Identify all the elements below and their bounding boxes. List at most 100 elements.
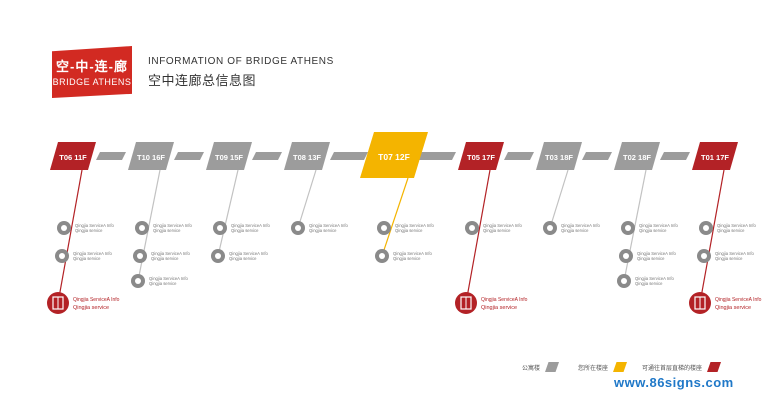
service-info-line-2: Qingjia service (153, 228, 181, 233)
service-info-line-1: Qingjia ServiceA Info (75, 223, 115, 228)
tower-label: T01 17F (701, 153, 729, 162)
service-info-line-1: Qingjia ServiceA Info (393, 251, 433, 256)
service-info-line-2: Qingjia service (481, 305, 517, 311)
tower-leader-line (297, 169, 317, 229)
tower-label: T10 16F (137, 153, 165, 162)
service-info-line-1: Qingjia ServiceA Info (715, 251, 755, 256)
info-icon (133, 249, 147, 263)
bridge-connector (416, 152, 456, 160)
service-info-line-1: Qingjia ServiceA Info (309, 223, 349, 228)
tower-tag (458, 142, 504, 170)
service-info-line-2: Qingjia service (73, 256, 101, 261)
bridge-connector (330, 152, 368, 160)
tower-label: T06 11F (59, 153, 87, 162)
service-info-line-2: Qingjia service (309, 228, 337, 233)
service-info-line-2: Qingjia service (229, 256, 257, 261)
cutlery-icon (619, 249, 633, 263)
cart-icon (699, 221, 713, 235)
service-info-line-2: Qingjia service (149, 281, 177, 286)
cutlery-icon (697, 249, 711, 263)
legend-red-swatch (707, 362, 722, 372)
service-info-line-2: Qingjia service (75, 228, 103, 233)
service-info-line-2: Qingjia service (717, 228, 745, 233)
service-info-line-1: Qingjia ServiceA Info (231, 223, 271, 228)
bridge-connector (660, 152, 690, 160)
website-watermark: www.86signs.com (614, 375, 734, 390)
tower-leader-line (217, 169, 239, 257)
service-info-line-1: Qingjia ServiceA Info (483, 223, 523, 228)
service-info-line-1: Qingjia ServiceA Info (73, 297, 120, 303)
service-info-line-1: Qingjia ServiceA Info (73, 251, 113, 256)
tower-label: T03 18F (545, 153, 573, 162)
legend-gray-label: 公寓楼 (522, 365, 541, 372)
tower-label: T02 18F (623, 153, 651, 162)
service-info-line-1: Qingjia ServiceA Info (229, 251, 269, 256)
logo-chinese-text: 空-中-连-廊 (56, 59, 128, 74)
mountain-icon (621, 221, 635, 235)
service-info-line-2: Qingjia service (395, 228, 423, 233)
elevator-icon (47, 292, 69, 314)
tower-label: T09 15F (215, 153, 243, 162)
service-info-line-1: Qingjia ServiceA Info (395, 223, 435, 228)
cart-icon (57, 221, 71, 235)
tower-label: T07 12F (378, 152, 410, 162)
service-info-line-1: Qingjia ServiceA Info (153, 223, 193, 228)
art-icon (377, 221, 391, 235)
tower-leader-line (381, 177, 409, 257)
bridge-connector (96, 152, 126, 160)
mountain-icon (211, 249, 225, 263)
legend-gray: 公寓楼 (522, 360, 560, 374)
service-info-line-1: Qingjia ServiceA Info (639, 223, 679, 228)
walker-icon (131, 274, 145, 288)
logo-english-text: BRIDGE ATHENS (52, 77, 132, 87)
service-info-line-2: Qingjia service (393, 256, 421, 261)
service-info-line-1: Qingjia ServiceA Info (635, 276, 675, 281)
tower-leader-line (465, 169, 491, 304)
service-info-line-2: Qingjia service (715, 305, 751, 311)
tower-tag (692, 142, 738, 170)
service-info-line-2: Qingjia service (635, 281, 663, 286)
tower-leader-line (699, 169, 725, 304)
bridge-athens-logo: 空-中-连-廊 BRIDGE ATHENS (52, 46, 132, 98)
tower-leader-line (549, 169, 569, 229)
elevator-icon (689, 292, 711, 314)
legend-red-label: 可通往首层直梯的楼座 (642, 365, 703, 372)
service-info-line-1: Qingjia ServiceA Info (149, 276, 189, 281)
art-icon (213, 221, 227, 235)
service-info-line-2: Qingjia service (73, 305, 109, 311)
bridge-connector (582, 152, 612, 160)
tower-leader-line (57, 169, 83, 304)
tower-tag (128, 142, 174, 170)
service-info-line-2: Qingjia service (483, 228, 511, 233)
walker-icon (617, 274, 631, 288)
walker-icon (291, 221, 305, 235)
service-info-line-2: Qingjia service (151, 256, 179, 261)
legend-red: 可通往首层直梯的楼座 (642, 360, 722, 374)
legend-gray-swatch (545, 362, 560, 372)
tower-tag (50, 142, 96, 170)
bridge-connector (252, 152, 282, 160)
service-info-line-1: Qingjia ServiceA Info (715, 297, 762, 303)
service-info-line-1: Qingjia ServiceA Info (637, 251, 677, 256)
service-info-line-1: Qingjia ServiceA Info (481, 297, 528, 303)
tower-label: T08 13F (293, 153, 321, 162)
tower-tag (536, 142, 582, 170)
legend-yellow-swatch (613, 362, 628, 372)
cup-icon (55, 249, 69, 263)
service-info-line-2: Qingjia service (715, 256, 743, 261)
tower-tag-current (360, 132, 428, 178)
cart-icon (543, 221, 557, 235)
sofa-icon (465, 221, 479, 235)
legend-yellow-label: 您所在楼座 (578, 365, 609, 372)
tower-tag (614, 142, 660, 170)
bridge-connector (504, 152, 534, 160)
